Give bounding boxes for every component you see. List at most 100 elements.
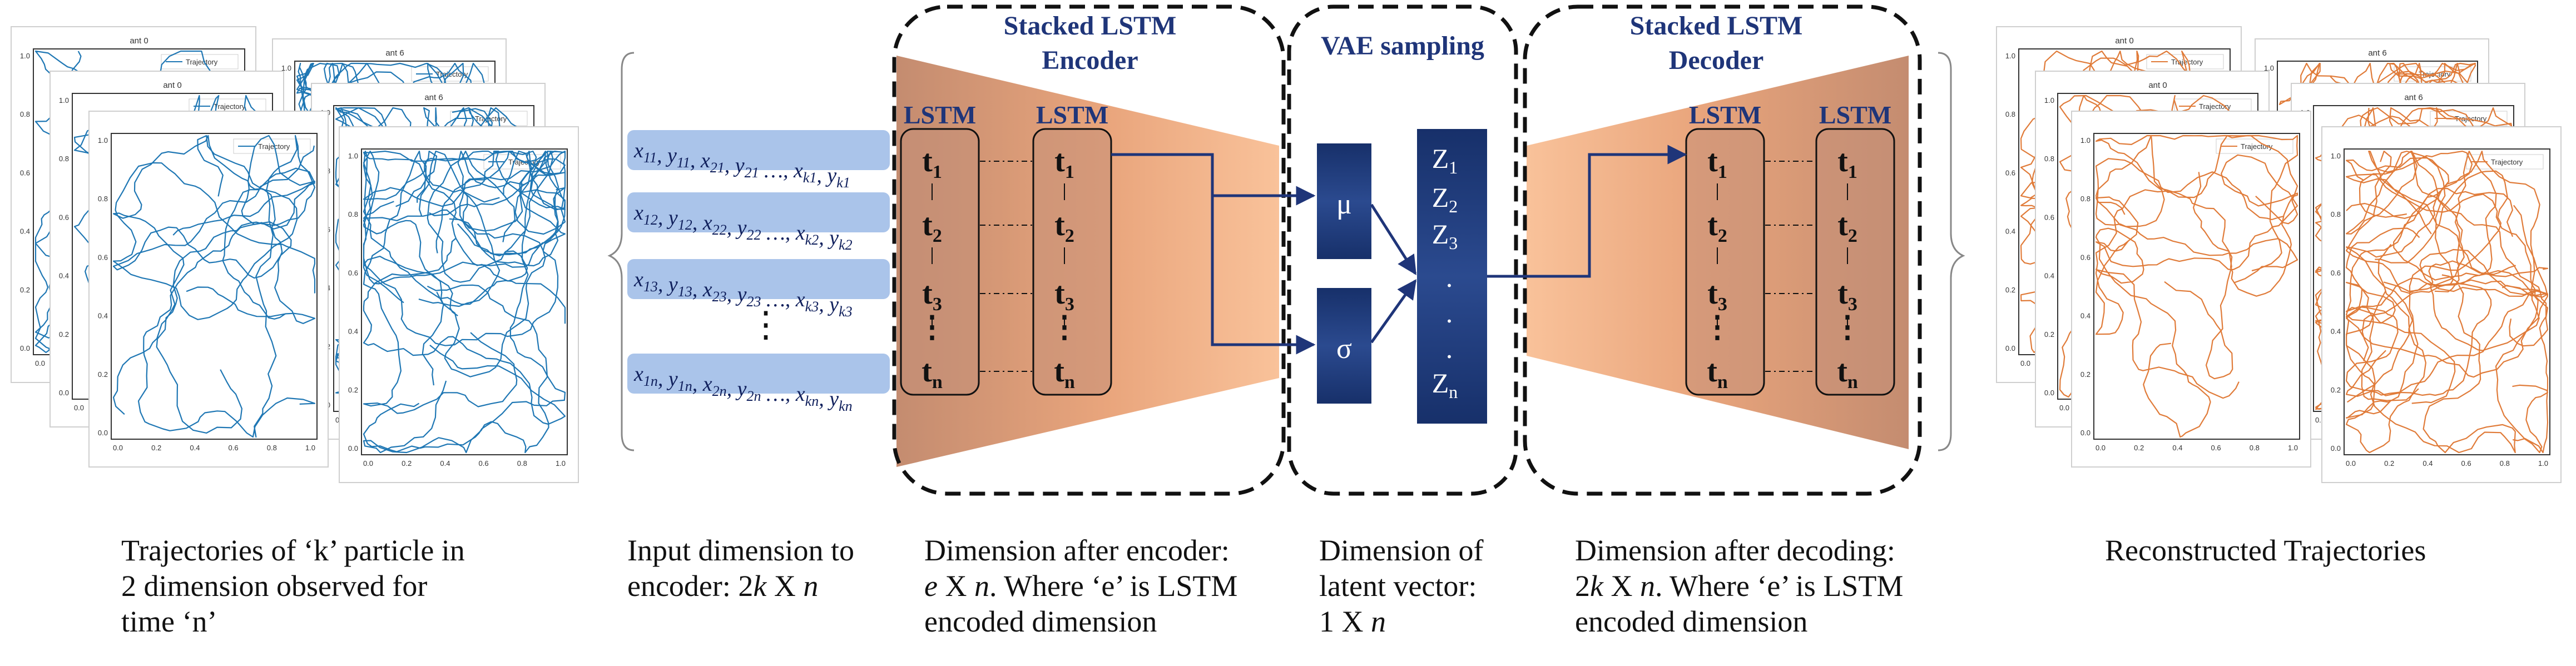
plot-title: ant 6 [424,93,443,102]
sigma-to-latent-arrow [1370,279,1417,344]
legend-label: Trajectory [2491,158,2523,166]
y-tick-label: 0.8 [2005,110,2015,118]
caption-decoder-dim-line1: Dimension after decoding: [1575,534,1895,567]
left-brace [607,52,635,451]
caption-input-trajectories-line2: 2 dimension observed for [121,569,427,603]
y-tick-label: 0.6 [2005,168,2015,177]
y-tick-label: 0.0 [348,444,358,453]
caption-latent-dim-line2: latent vector: [1319,569,1477,603]
input-vector-row: x13, y13, x23, y23 …, xk3, yk3 [627,259,890,320]
vae-title: VAE sampling [1321,31,1484,61]
decoder-timestep: t2 [1707,208,1727,246]
y-tick-label: 0.8 [98,195,108,203]
y-tick-label: 0.2 [20,286,30,294]
plot-figure [2321,126,2562,483]
timestep-ellipsis: ⋮ [1049,310,1079,344]
y-tick-label: 0.6 [98,253,108,261]
x-tick-label: 0.0 [74,404,84,412]
latent-dot: . [1446,297,1453,329]
trajectory-line [2345,150,2454,361]
plot-figure [88,111,329,468]
input-vector-text: x13, y13, x23, y23 …, xk3, yk3 [633,268,853,320]
mu-box [1317,143,1371,259]
y-tick-label: 0.4 [348,327,358,336]
encoder-title-line1: Stacked LSTM [1004,11,1177,41]
y-tick-label: 0.8 [2080,195,2090,203]
decoder-timestep: t2 [1837,208,1857,246]
input-vector-text: x12, y12, x22, y22 …, xk2, yk2 [633,201,853,253]
trajectory-line [112,135,316,320]
x-tick-label: 0.0 [35,359,45,367]
plot-title: ant 0 [2148,81,2167,90]
x-tick-label: 1.0 [556,459,566,468]
y-tick-label: 0.0 [59,389,69,397]
y-tick-label: 0.2 [98,370,108,379]
y-tick-label: 0.6 [2044,213,2054,221]
trajectory-line [2345,248,2549,397]
caption-input-trajectories-line1: Trajectories of ‘k’ particle in [121,534,465,567]
trajectory-line [418,150,548,307]
y-tick-label: 1.0 [2080,136,2090,145]
timestep-ellipsis: ⋮ [917,310,947,344]
trajectory-line [363,150,518,414]
y-tick-label: 0.0 [20,344,30,352]
vae-dashed-frame [1287,4,1518,496]
y-tick-label: 0.2 [2005,286,2015,294]
caption-encoder-dim-line1: Dimension after encoder: [924,534,1230,567]
trajectory-line [112,135,316,415]
plot-title: ant 6 [2368,48,2386,58]
x-tick-label: 0.6 [229,444,239,452]
input-vector-text: x1n, y1n, x2n, y2n …, xkn, ykn [633,362,853,414]
decoder-title-line1: Stacked LSTM [1630,11,1803,41]
x-tick-label: 0.0 [2020,359,2030,367]
x-tick-label: 0.8 [2250,444,2260,452]
caption-encoder-dim-line3: encoded dimension [924,605,1157,638]
x-tick-label: 0.8 [2500,459,2510,468]
y-tick-label: 1.0 [281,64,291,72]
x-tick-label: 1.0 [305,444,315,452]
input-vector-box [627,259,890,299]
x-tick-label: 0.6 [2211,444,2221,452]
x-tick-label: 0.0 [2059,404,2069,412]
y-tick-label: 0.8 [20,110,30,118]
x-tick-label: 0.8 [267,444,277,452]
encoder-lstm-label: LSTM [1036,101,1108,129]
latent-component: Z2 [1432,182,1458,216]
x-tick-label: 0.0 [113,444,123,452]
input-vectors: x11, y11, x21, y21 …, xk1, yk1 x12, y12, … [627,130,890,414]
encoder-lstm-label: LSTM [904,101,976,129]
trajectory-line [2345,173,2549,347]
y-tick-label: 0.6 [59,213,69,221]
decoder-timestep: tn [1707,354,1728,392]
plot-figure [339,126,579,483]
plot-axes [2093,133,2300,440]
caption-decoder-dim-line3: encoded dimension [1575,605,1807,638]
trajectory-line [2345,227,2426,454]
latent-dot: . [1446,333,1453,364]
trajectory-line [2411,150,2549,454]
encoder-timestep: tn [922,354,943,392]
y-tick-label: 1.0 [348,152,358,160]
input-trajectory-plots: ant 0Trajectory1.00.80.60.40.20.00.00.20… [11,26,579,483]
y-tick-label: 0.4 [2080,312,2090,320]
encoder-title-line2: Encoder [1042,46,1138,75]
input-vector-row: x11, y11, x21, y21 …, xk1, yk1 [627,130,890,191]
decoder-block: Stacked LSTM Decoder LSTMt1t2t3tn⋮LSTMt1… [1523,4,1922,496]
y-tick-label: 1.0 [2331,152,2341,160]
encoder-timestep: tn [1054,354,1075,392]
y-tick-label: 0.0 [2080,429,2090,437]
y-tick-label: 0.2 [2331,386,2341,394]
trajectory-line [363,150,559,267]
y-tick-label: 1.0 [2005,52,2015,60]
sigma-box [1317,288,1371,404]
x-tick-label: 0.0 [2346,459,2356,468]
caption-input-dim-line1: Input dimension to [627,534,854,567]
y-tick-label: 0.6 [20,168,30,177]
trajectory-line [363,237,566,425]
plot-figure [2071,111,2311,468]
trajectory-line [296,62,449,181]
caption-input-trajectories-line3: time ‘n’ [121,605,217,638]
decoder-timestep: t1 [1707,144,1727,182]
